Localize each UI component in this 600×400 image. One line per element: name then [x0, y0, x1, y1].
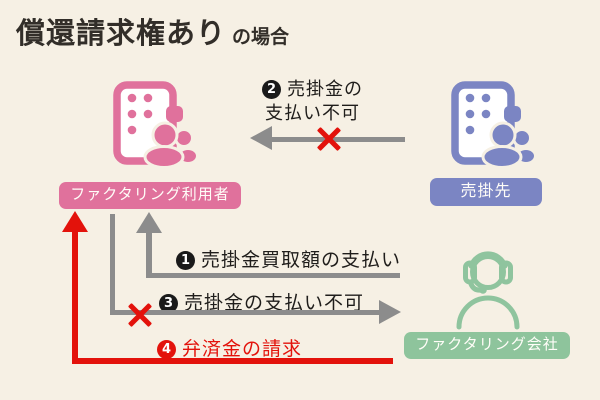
- flow2-number-badge: 2: [262, 80, 281, 99]
- flow4-label: 4 弁済金の請求: [157, 334, 302, 361]
- flow2-label-line2: 支払い不可: [265, 102, 360, 123]
- label-factoring-company: ファクタリング会社: [404, 332, 570, 359]
- flow2-arrowhead-left-icon: [250, 126, 272, 150]
- flow1-label: 1 売掛金買取額の支払い: [176, 245, 401, 272]
- flow2-label: 2 売掛金の 支払い不可: [250, 78, 375, 126]
- factoring-user-building-icon: [113, 81, 199, 169]
- flow4-arrow-line: [72, 358, 393, 364]
- title-suffix: の場合: [232, 27, 290, 48]
- page-title: 償還請求権ありの場合: [16, 10, 289, 52]
- label-customer: 売掛先: [430, 178, 542, 206]
- flow1-label-text: 売掛金買取額の支払い: [201, 250, 402, 271]
- flow1-arrow-line: [146, 273, 400, 278]
- flow1-number-badge: 1: [176, 251, 195, 270]
- flow2-cross-icon: [317, 127, 341, 151]
- flow3-number-badge: 3: [159, 294, 178, 313]
- flow3-arrowhead-right-icon: [379, 300, 401, 324]
- flow4-label-text: 弁済金の請求: [182, 339, 303, 360]
- label-factoring-user: ファクタリング利用者: [59, 182, 241, 209]
- flow1-arrow-line-vertical: [146, 230, 152, 278]
- flow3-cross-icon: [128, 303, 152, 327]
- flow2-label-line1: 売掛金の: [287, 79, 363, 99]
- flow3-arrow-line-vertical: [110, 214, 115, 314]
- title-main: 償還請求権あり: [16, 18, 227, 50]
- flow4-arrow-line-vertical: [72, 230, 78, 364]
- flow3-label: 3 売掛金の支払い不可: [159, 288, 364, 315]
- customer-building-icon: [451, 81, 537, 169]
- flow3-label-text: 売掛金の支払い不可: [184, 293, 365, 314]
- flow3-arrow-line: [110, 310, 380, 315]
- flow4-number-badge: 4: [157, 340, 176, 359]
- flow1-arrowhead-up-icon: [136, 212, 162, 233]
- factoring-company-operator-icon: [456, 251, 520, 330]
- flow4-arrowhead-up-icon: [62, 211, 88, 232]
